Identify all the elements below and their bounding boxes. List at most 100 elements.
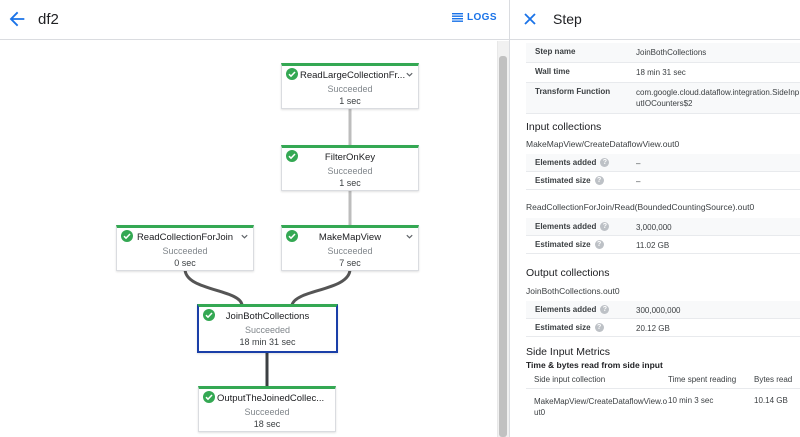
node-time: 7 sec [339, 258, 361, 268]
node-status: Succeeded [244, 325, 291, 335]
col-header-bytes[interactable]: Bytes read [754, 375, 793, 384]
back-button[interactable] [6, 8, 28, 30]
logs-button[interactable]: LOGS [452, 12, 497, 23]
graph-node-join-both-collections[interactable]: JoinBothCollections Succeeded 18 min 31 … [197, 304, 338, 353]
job-graph-pane: df2 LOGS [0, 0, 509, 437]
estimated-size-label: Estimated size [535, 176, 591, 185]
side-input-table: Side input collection Time spent reading… [526, 371, 800, 422]
node-status: Succeeded [162, 246, 208, 256]
estimated-size-value: 11.02 GB [636, 241, 670, 250]
output-collections-heading: Output collections [526, 267, 610, 279]
estimated-size-label: Estimated size [535, 240, 591, 249]
check-circle-icon [286, 68, 298, 80]
help-icon[interactable]: ? [594, 323, 604, 332]
step-details-panel: Step Step name JoinBothCollections Wall … [509, 0, 800, 437]
close-panel-button[interactable] [522, 11, 538, 27]
table-row: Estimated size? 20.12 GB [526, 319, 800, 337]
elements-added-value: 300,000,000 [636, 306, 681, 315]
col-header-collection[interactable]: Side input collection [534, 375, 606, 384]
graph-edges [183, 108, 352, 386]
side-input-metrics-heading: Side Input Metrics [526, 346, 611, 358]
input-collection-name: ReadCollectionForJoin/Read(BoundedCounti… [526, 202, 755, 212]
node-time: 1 sec [339, 178, 361, 188]
chevron-down-icon[interactable] [405, 70, 414, 79]
node-name: ReadCollectionForJoin [136, 232, 234, 243]
step-name-value: JoinBothCollections [636, 48, 707, 57]
node-name: MakeMapView [318, 232, 382, 243]
edge-makemap-to-join [290, 268, 352, 306]
input-collection-table: Elements added? – Estimated size? – [526, 154, 800, 190]
graph-node-output-joined-collection[interactable]: OutputTheJoinedCollec... Succeeded 18 se… [198, 386, 336, 432]
step-info-table: Step name JoinBothCollections Wall time … [526, 43, 800, 114]
node-status: Succeeded [244, 407, 290, 417]
graph-node-make-map-view[interactable]: MakeMapView Succeeded 7 sec [281, 225, 419, 271]
table-row: Elements added? 3,000,000 [526, 218, 800, 236]
node-name: FilterOnKey [324, 152, 376, 163]
table-row: Elements added? 300,000,000 [526, 301, 800, 319]
col-header-time[interactable]: Time spent reading [668, 375, 737, 384]
estimated-size-value: 20.12 GB [636, 324, 670, 333]
side-input-bytes: 10.14 GB [754, 396, 788, 405]
table-row: Elements added? – [526, 154, 800, 172]
table-row: Estimated size? 11.02 GB [526, 236, 800, 254]
job-header: df2 LOGS [0, 0, 509, 40]
help-icon[interactable]: ? [594, 240, 604, 249]
elements-added-value: 3,000,000 [636, 223, 672, 232]
side-input-time: 10 min 3 sec [668, 396, 714, 405]
estimated-size-label: Estimated size [535, 323, 591, 332]
input-collections-heading: Input collections [526, 121, 602, 133]
table-header: Side input collection Time spent reading… [526, 371, 800, 389]
graph-scrollbar-thumb[interactable] [499, 56, 507, 437]
table-row: Estimated size? – [526, 172, 800, 190]
help-icon[interactable]: ? [594, 176, 604, 185]
check-circle-icon [203, 309, 215, 321]
table-row: Step name JoinBothCollections [526, 43, 800, 63]
output-collection-table: Elements added? 300,000,000 Estimated si… [526, 301, 800, 337]
transform-function-label: Transform Function [535, 87, 611, 96]
step-name-label: Step name [535, 47, 576, 56]
back-arrow-icon [9, 11, 25, 27]
graph-node-read-large-collection[interactable]: ReadLargeCollectionFr... Succeeded 1 sec [281, 63, 419, 109]
panel-title: Step [553, 11, 582, 27]
help-icon[interactable]: ? [600, 158, 610, 167]
output-collection-name: JoinBothCollections.out0 [526, 286, 620, 296]
node-time: 18 min 31 sec [239, 337, 296, 347]
node-name: OutputTheJoinedCollec... [217, 393, 325, 404]
input-collection-name: MakeMapView/CreateDataflowView.out0 [526, 139, 680, 149]
help-icon[interactable]: ? [600, 222, 610, 231]
elements-added-label: Elements added [535, 222, 597, 231]
node-time: 18 sec [253, 419, 281, 429]
close-icon [524, 13, 536, 25]
elements-added-value: – [636, 159, 641, 168]
check-circle-icon [203, 391, 215, 403]
pipeline-graph: ReadLargeCollectionFr... Succeeded 1 sec… [0, 41, 497, 437]
logs-label: LOGS [467, 12, 497, 23]
table-row: MakeMapView/CreateDataflowView.out0 10 m… [526, 389, 800, 422]
node-status: Succeeded [327, 84, 373, 94]
node-name: ReadLargeCollectionFr... [300, 70, 406, 81]
elements-added-label: Elements added [535, 158, 597, 167]
job-name: df2 [38, 11, 59, 28]
side-input-collection: MakeMapView/CreateDataflowView.out0 [534, 397, 668, 417]
node-name: JoinBothCollections [225, 311, 310, 322]
elements-added-label: Elements added [535, 305, 597, 314]
transform-function-value: com.google.cloud.dataflow.integration.Si… [636, 88, 800, 108]
check-circle-icon [286, 230, 298, 242]
input-collection-table: Elements added? 3,000,000 Estimated size… [526, 218, 800, 254]
check-circle-icon [286, 150, 298, 162]
panel-header: Step [510, 0, 800, 40]
node-time: 1 sec [339, 96, 361, 106]
graph-node-read-collection-for-join[interactable]: ReadCollectionForJoin Succeeded 0 sec [116, 225, 254, 271]
graph-node-filter-on-key[interactable]: FilterOnKey Succeeded 1 sec [281, 145, 419, 191]
side-input-subtitle: Time & bytes read from side input [526, 360, 663, 370]
table-row: Transform Function com.google.cloud.data… [526, 83, 800, 114]
help-icon[interactable]: ? [600, 305, 610, 314]
chevron-down-icon[interactable] [240, 232, 249, 241]
check-circle-icon [121, 230, 133, 242]
node-status: Succeeded [327, 166, 373, 176]
edge-readjoin-to-join [183, 268, 244, 306]
node-status: Succeeded [327, 246, 373, 256]
chevron-down-icon[interactable] [405, 232, 414, 241]
wall-time-label: Wall time [535, 67, 570, 76]
